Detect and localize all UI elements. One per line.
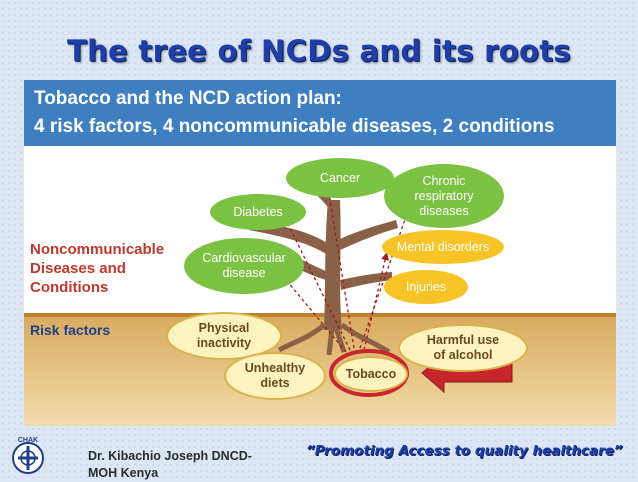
node-unhealthy-diets: Unhealthy diets bbox=[224, 352, 326, 400]
footer-author: Dr. Kibachio Joseph DNCD- MOH Kenya bbox=[88, 448, 252, 482]
tree-trunk bbox=[324, 200, 342, 330]
alcohol-line-1: Harmful use bbox=[426, 333, 500, 347]
link-tobacco-diabetes bbox=[284, 216, 351, 351]
node-cardiovascular: Cardiovascular disease bbox=[184, 238, 304, 294]
node-physical-label: Physical inactivity bbox=[197, 321, 251, 351]
slide-title: The tree of NCDs and its roots bbox=[67, 34, 571, 68]
header-banner: Tobacco and the NCD action plan: 4 risk … bbox=[24, 80, 616, 146]
diets-line-1: Unhealthy bbox=[244, 361, 306, 375]
link-tobacco-chronic bbox=[359, 204, 412, 349]
node-cardio-label: Cardiovascular disease bbox=[202, 251, 285, 281]
node-chronic-respiratory: Chronic respiratory diseases bbox=[384, 164, 504, 228]
node-chronic-label: Chronic respiratory diseases bbox=[414, 174, 473, 219]
ncd-label-line-2: Diseases and bbox=[30, 260, 126, 277]
node-mental-disorders: Mental disorders bbox=[382, 230, 504, 264]
node-cancer: Cancer bbox=[286, 158, 394, 198]
chronic-line-1: Chronic bbox=[422, 173, 466, 188]
ncd-label-line-1: Noncommunicable bbox=[30, 241, 165, 258]
link-tobacco-mental bbox=[363, 252, 389, 351]
cardio-line-2: disease bbox=[222, 266, 266, 280]
ground-line bbox=[24, 313, 616, 317]
diets-line-2: diets bbox=[260, 376, 290, 390]
banner-line-1: Tobacco and the NCD action plan: bbox=[34, 88, 342, 109]
node-cancer-label: Cancer bbox=[319, 170, 361, 185]
node-alcohol-label: Harmful use of alcohol bbox=[427, 333, 499, 363]
physical-line-2: inactivity bbox=[196, 336, 252, 350]
chronic-line-2: respiratory bbox=[414, 188, 474, 203]
footer-author-line-1: Dr. Kibachio Joseph DNCD- bbox=[88, 449, 252, 463]
node-harmful-alcohol: Harmful use of alcohol bbox=[398, 324, 528, 372]
ncd-section-label: Noncommunicable Diseases and Conditions bbox=[30, 240, 164, 297]
ncd-label-line-3: Conditions bbox=[30, 279, 109, 296]
physical-line-1: Physical bbox=[198, 321, 250, 335]
chak-logo: CHAK bbox=[12, 437, 44, 474]
cardio-line-1: Cardiovascular bbox=[202, 251, 286, 265]
node-diabetes-label: Diabetes bbox=[233, 204, 283, 219]
tree-roots bbox=[277, 323, 391, 356]
chronic-line-3: diseases bbox=[419, 203, 469, 218]
branch-right bbox=[338, 220, 398, 250]
node-diets-label: Unhealthy diets bbox=[245, 361, 305, 391]
node-tobacco-label: Tobacco bbox=[345, 366, 397, 381]
footer-author-line-2: MOH Kenya bbox=[88, 466, 159, 480]
footer-slogan: “Promoting Access to quality healthcare” bbox=[306, 443, 623, 459]
alcohol-line-2: of alcohol bbox=[433, 348, 493, 362]
risk-section-label: Risk factors bbox=[30, 322, 111, 338]
diagram-panel: Tobacco and the NCD action plan: 4 risk … bbox=[24, 80, 616, 426]
node-diabetes: Diabetes bbox=[210, 194, 306, 230]
link-tobacco-cardio bbox=[279, 272, 347, 353]
branch-left bbox=[249, 222, 330, 255]
node-injuries: Injuries bbox=[384, 270, 468, 304]
node-tobacco: Tobacco bbox=[334, 356, 408, 392]
node-injuries-label: Injuries bbox=[405, 279, 447, 294]
logo-text: CHAK bbox=[18, 437, 38, 444]
branch-right-low bbox=[340, 272, 392, 290]
banner-line-2: 4 risk factors, 4 noncommunicable diseas… bbox=[34, 116, 555, 137]
node-mental-label: Mental disorders bbox=[396, 239, 490, 254]
